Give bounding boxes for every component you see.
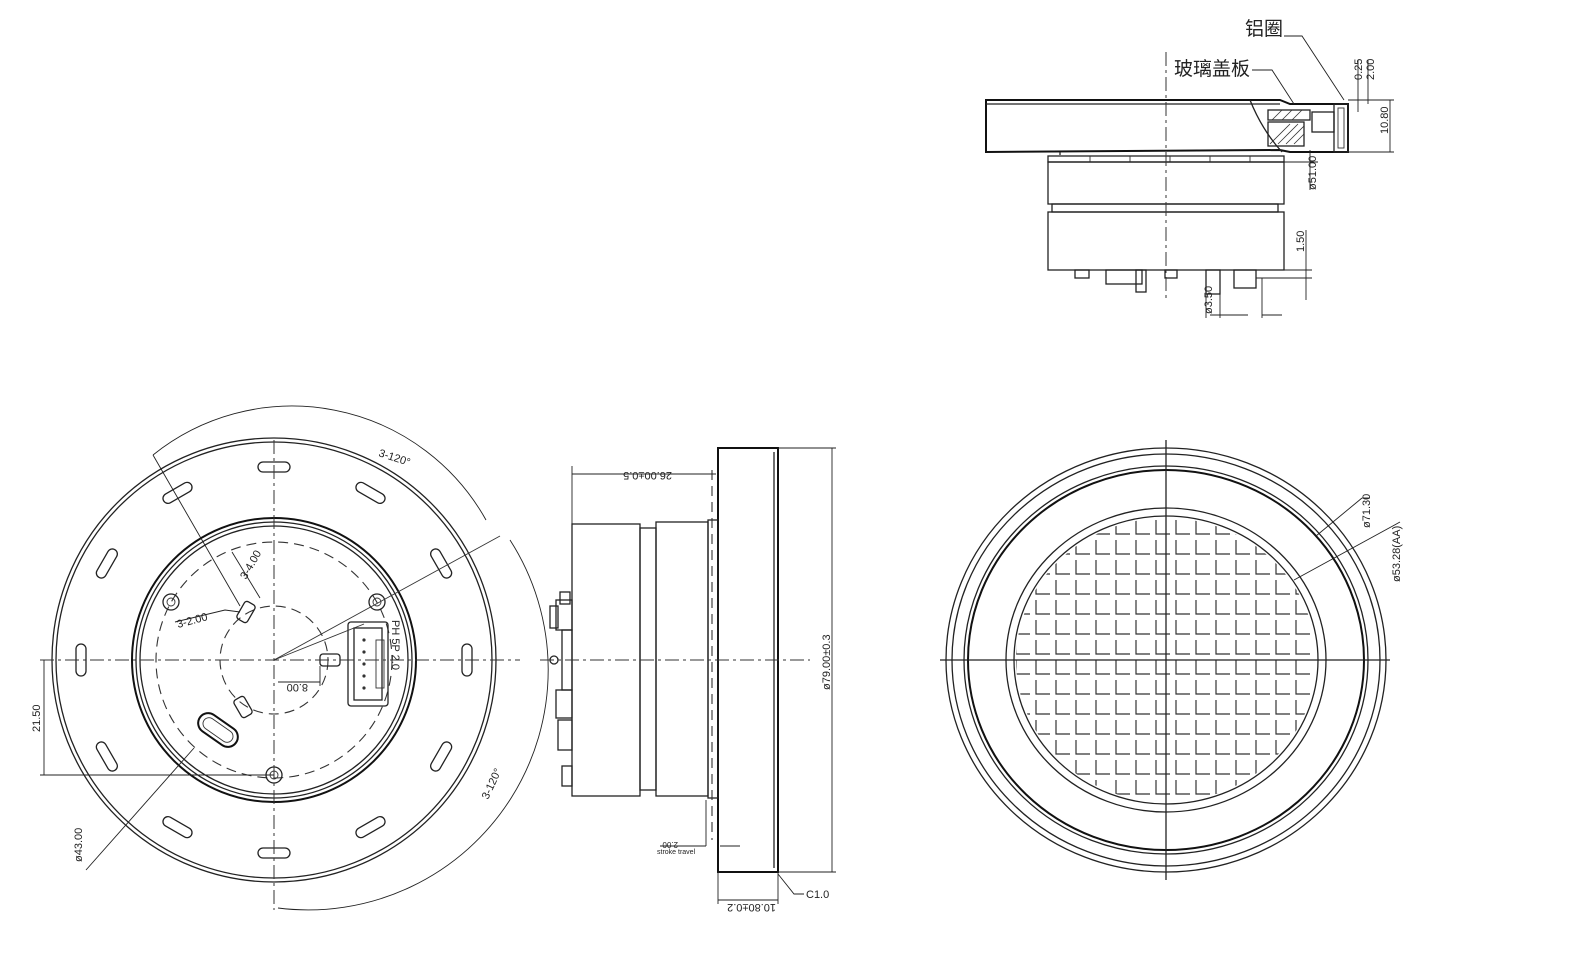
dim-arc-right: 3-120°	[480, 767, 505, 802]
back-view: PH 5P 2.0 3-120° 3-120° 3-4.00 3-2.00 8.…	[31, 405, 549, 911]
callout-aluminum-ring: 铝圈	[1245, 18, 1283, 40]
dim-diameter: ø79.00±0.3	[821, 634, 833, 690]
dim-active-area: ø53.28(AA)	[1391, 526, 1403, 582]
dim-hole-depth: 3-4.00	[238, 548, 264, 581]
dim-chamfer: C1.0	[806, 889, 829, 901]
dim-vertical-offset: 21.50	[31, 704, 43, 732]
section-view: 0.25 2.00 10.80 ø51.00 1.50 ø3.50 铝圈 玻璃盖…	[985, 18, 1394, 318]
display-grid	[1016, 520, 1310, 795]
connector-label: PH 5P 2.0	[389, 620, 401, 670]
dim-travel-label: stroke travel	[657, 849, 696, 856]
dim-total-height: 10.80	[1379, 106, 1391, 134]
dim-hole-diameter: 3-2.00	[176, 611, 209, 631]
dim-flange-thickness: 10.80±0.2	[727, 901, 776, 913]
dim-glass-thickness: 0.25	[1353, 59, 1365, 80]
callout-glass-cover: 玻璃盖板	[1174, 58, 1250, 80]
dim-outer-diameter: ø71.30	[1361, 494, 1373, 528]
dim-pin-diameter: ø3.50	[1203, 286, 1215, 314]
dim-body-diameter: ø51.00	[1307, 156, 1319, 190]
dim-step: 1.50	[1295, 231, 1307, 252]
dim-offset: 8.00	[287, 681, 308, 693]
dim-depth: 26.00±0.5	[623, 469, 672, 481]
rim-slots	[75, 461, 473, 859]
face-view: ø71.30 ø53.28(AA)	[940, 440, 1403, 880]
side-view: 26.00±0.5 ø79.00±0.3 10.80±0.2 C1.0 2.00…	[540, 447, 836, 913]
dim-travel-value: 2.00	[662, 840, 678, 849]
dim-ring-height: 2.00	[1365, 59, 1377, 80]
dim-pcd: ø43.00	[73, 828, 85, 862]
